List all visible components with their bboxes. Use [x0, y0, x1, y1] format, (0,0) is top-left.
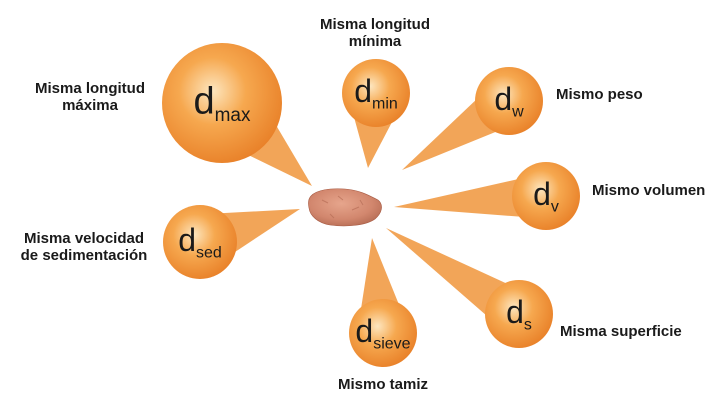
symbol-subscript-sed: sed	[196, 244, 222, 261]
bubble-d-max: dmax	[162, 43, 282, 163]
bubble-d-v: dv	[512, 162, 580, 230]
bubble-d-sed: dsed	[163, 205, 237, 279]
symbol-letter-s: d	[506, 294, 524, 330]
symbol-letter-min: d	[354, 73, 372, 109]
label-s-line-1: Misma superficie	[560, 323, 710, 340]
bubble-circle-min	[342, 59, 410, 127]
symbol-subscript-v: v	[551, 198, 559, 215]
label-min-line-1: Misma longitud	[320, 16, 430, 33]
ray-sieve	[361, 238, 398, 307]
bubble-d-w: dw	[475, 67, 543, 135]
symbol-subscript-max: max	[215, 105, 251, 126]
symbol-subscript-w: w	[511, 103, 524, 120]
label-v-line-1: Mismo volumen	[592, 182, 722, 199]
bubble-d-sieve: dsieve	[349, 299, 417, 367]
label-v: Mismo volumen	[592, 182, 722, 199]
bubble-d-s: ds	[485, 280, 553, 348]
label-max-line-2: máxima	[22, 97, 158, 114]
label-max-line-1: Misma longitud	[22, 80, 158, 97]
symbol-subscript-sieve: sieve	[373, 335, 410, 352]
label-s: Misma superficie	[560, 323, 710, 340]
bubble-circle-max	[162, 43, 282, 163]
label-min-line-2: mínima	[320, 33, 430, 50]
label-sieve-line-1: Mismo tamiz	[333, 376, 433, 393]
label-w: Mismo peso	[556, 86, 676, 103]
symbol-letter-sieve: d	[355, 313, 373, 349]
symbol-letter-w: d	[494, 81, 512, 117]
label-sieve: Mismo tamiz	[333, 376, 433, 393]
symbol-subscript-s: s	[524, 316, 532, 333]
bubble-circle-sed	[163, 205, 237, 279]
label-sed-line-2: de sedimentación	[10, 247, 158, 264]
symbol-letter-v: d	[533, 176, 551, 212]
rock-particle	[308, 189, 381, 226]
label-sed-line-1: Misma velocidad	[10, 230, 158, 247]
bubble-d-min: dmin	[342, 59, 410, 127]
ray-v	[394, 179, 520, 216]
symbol-letter-max: d	[193, 81, 214, 123]
symbol-letter-sed: d	[178, 222, 196, 258]
label-w-line-1: Mismo peso	[556, 86, 676, 103]
symbol-subscript-min: min	[372, 95, 398, 112]
